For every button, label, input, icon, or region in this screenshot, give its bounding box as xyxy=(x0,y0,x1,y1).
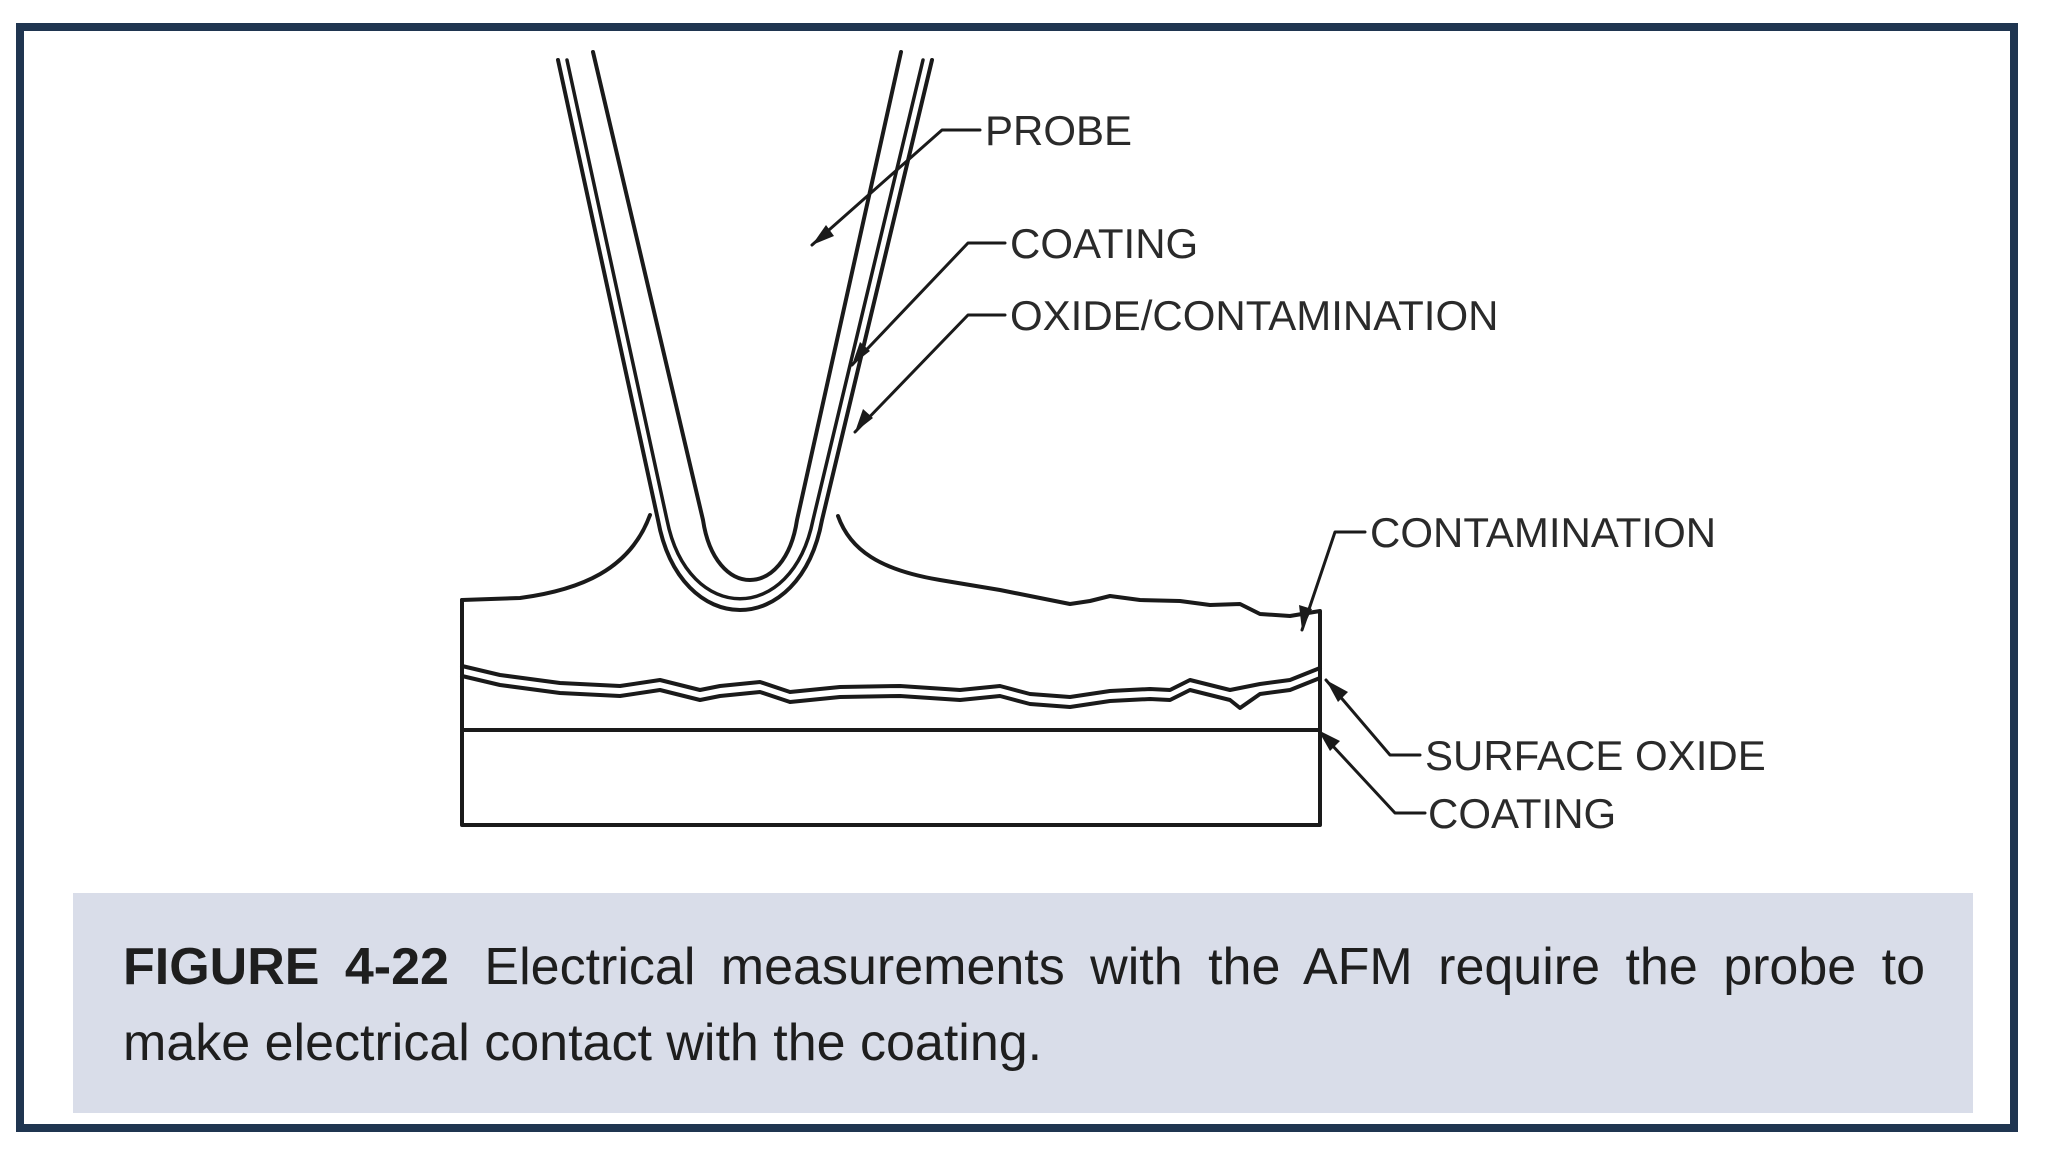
leader-probe-coating xyxy=(850,241,1007,367)
label-probe: PROBE xyxy=(985,107,1132,154)
leader-contamination xyxy=(1300,530,1367,632)
arrowhead-surface-oxide xyxy=(1326,680,1348,702)
sample-coating-layer xyxy=(460,728,1322,827)
probe-body-line xyxy=(591,50,903,582)
leader-oxide-contamination xyxy=(853,313,1007,434)
caption-body: Electrical measurements with the AFM req… xyxy=(123,938,1925,1072)
arrowhead-probe xyxy=(812,225,834,245)
figure-number: FIGURE 4-22 xyxy=(123,938,449,996)
contamination-meniscus-left xyxy=(460,513,652,602)
label-probe-coating: COATING xyxy=(1010,220,1198,267)
probe-outer-line xyxy=(556,58,934,612)
label-surface-oxide: SURFACE OXIDE xyxy=(1425,732,1766,779)
leader-surface-oxide xyxy=(1324,678,1422,757)
caption-paragraph: FIGURE 4-22 Electrical measurements with… xyxy=(123,929,1925,1081)
arrowhead-probe-coating xyxy=(852,342,870,365)
leader-probe xyxy=(810,128,982,247)
label-oxide-contamination: OXIDE/CONTAMINATION xyxy=(1010,292,1498,339)
figure-caption: FIGURE 4-22 Electrical measurements with… xyxy=(73,893,1973,1113)
probe-coating-line xyxy=(565,58,925,601)
arrowhead-contamination xyxy=(1299,605,1312,630)
arrowhead-oxide-contamination xyxy=(855,409,873,432)
label-sample-coating: COATING xyxy=(1428,790,1616,837)
surface-oxide-line-upper xyxy=(460,664,1322,699)
contamination-meniscus-right xyxy=(836,514,1322,622)
surface-oxide-line-lower xyxy=(460,674,1322,710)
arrowhead-sample-coating xyxy=(1318,730,1340,751)
leader-sample-coating xyxy=(1316,728,1427,815)
label-contamination: CONTAMINATION xyxy=(1370,509,1716,556)
